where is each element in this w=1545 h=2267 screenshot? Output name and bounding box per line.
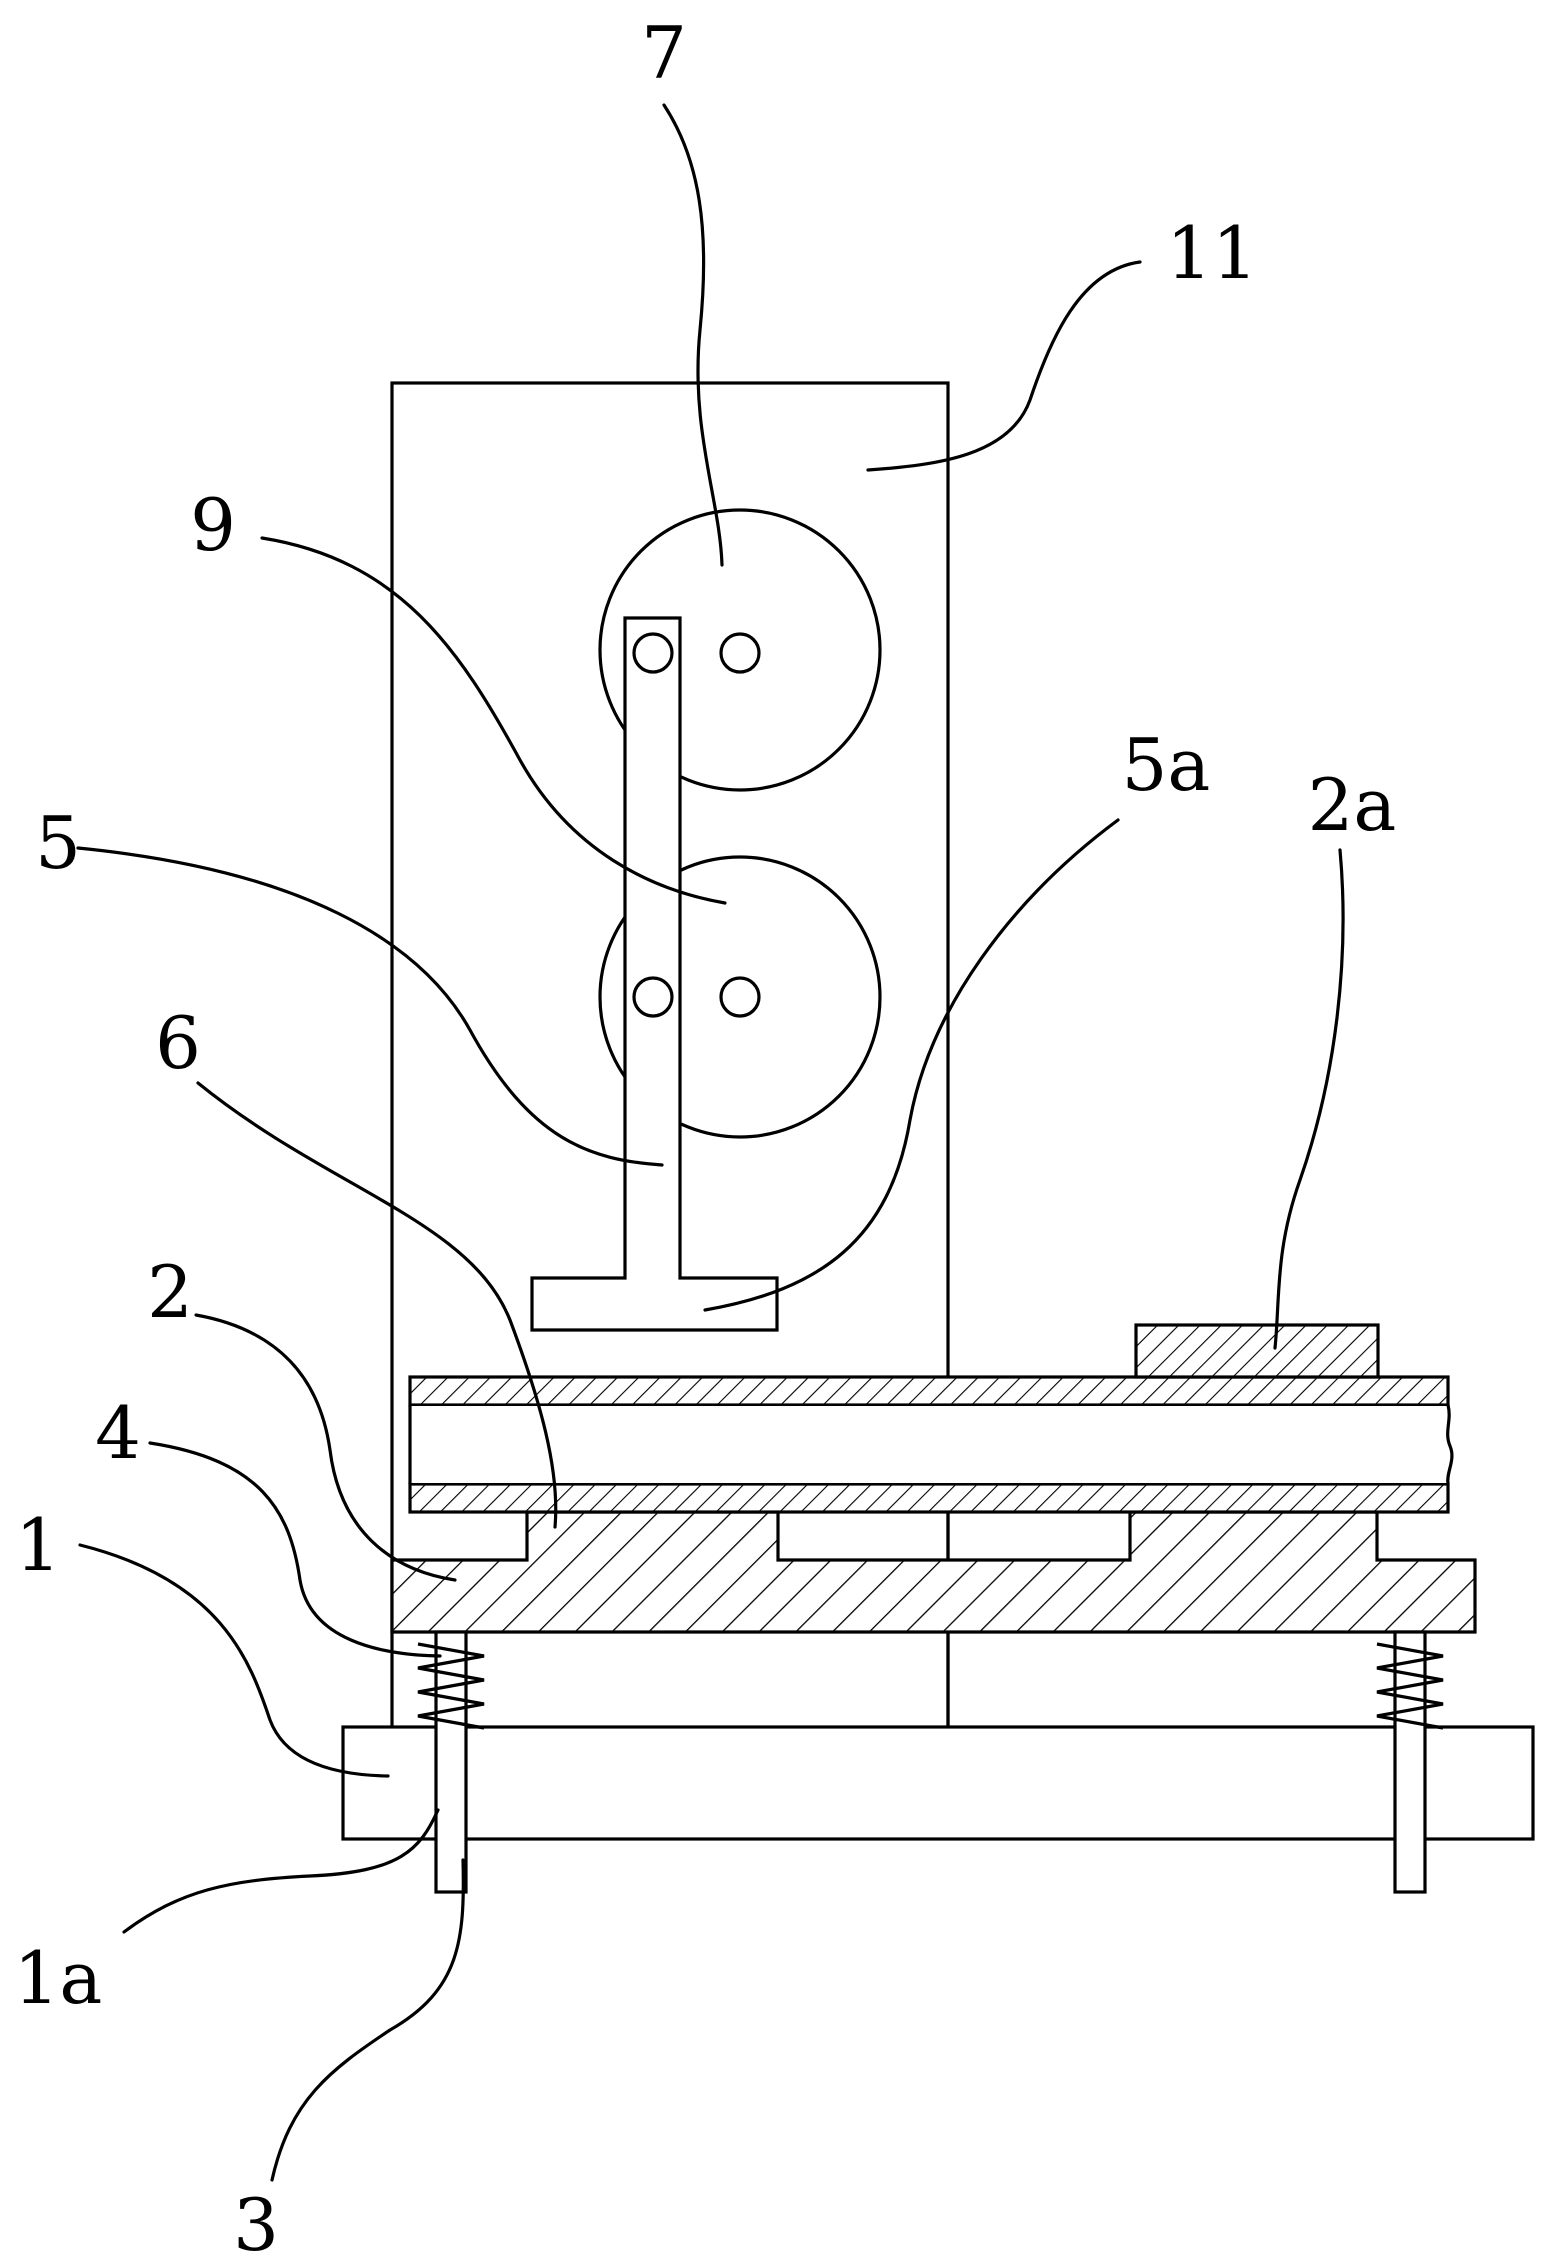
- label-9: 9: [190, 483, 236, 567]
- leader-11: [866, 260, 1142, 472]
- label-4: 4: [95, 1391, 141, 1475]
- base-plate: [341, 1725, 1535, 1841]
- leader-1: [78, 1543, 390, 1778]
- t-bar: [530, 616, 779, 1332]
- label-7: 7: [641, 11, 687, 95]
- leader-6: [196, 1081, 558, 1529]
- right-spring: [1376, 1642, 1444, 1730]
- label-5: 5: [35, 801, 81, 885]
- label-11: 11: [1166, 211, 1258, 295]
- roller-hole-upper: [719, 632, 761, 674]
- leader-1a: [122, 1808, 440, 1934]
- label-3: 3: [233, 2183, 279, 2267]
- leader-3: [270, 1858, 465, 2182]
- support-block: [390, 1510, 1477, 1634]
- leader-7: [662, 103, 724, 567]
- bar-hole-upper: [632, 632, 674, 674]
- label-2a: 2a: [1308, 763, 1397, 847]
- leader-5a: [703, 818, 1120, 1312]
- label-5a: 5a: [1122, 723, 1211, 807]
- roller-hole-lower: [719, 976, 761, 1018]
- label-6: 6: [155, 1001, 201, 1085]
- leader-2a: [1273, 848, 1345, 1350]
- leader-4: [148, 1441, 442, 1658]
- leader-5: [76, 846, 664, 1167]
- top-pad: [1134, 1323, 1380, 1379]
- tube-upper-wall: [408, 1375, 1450, 1407]
- leader-9: [260, 536, 727, 905]
- left-spring: [417, 1642, 485, 1730]
- bar-hole-lower: [632, 976, 674, 1018]
- tube-bore: [411, 1406, 1447, 1483]
- label-1a: 1a: [14, 1936, 103, 2020]
- tube-lower-wall: [408, 1482, 1450, 1514]
- tube-break-line: [1446, 1404, 1454, 1485]
- label-1: 1: [15, 1503, 61, 1587]
- label-2: 2: [147, 1250, 193, 1334]
- leader-2: [194, 1313, 457, 1582]
